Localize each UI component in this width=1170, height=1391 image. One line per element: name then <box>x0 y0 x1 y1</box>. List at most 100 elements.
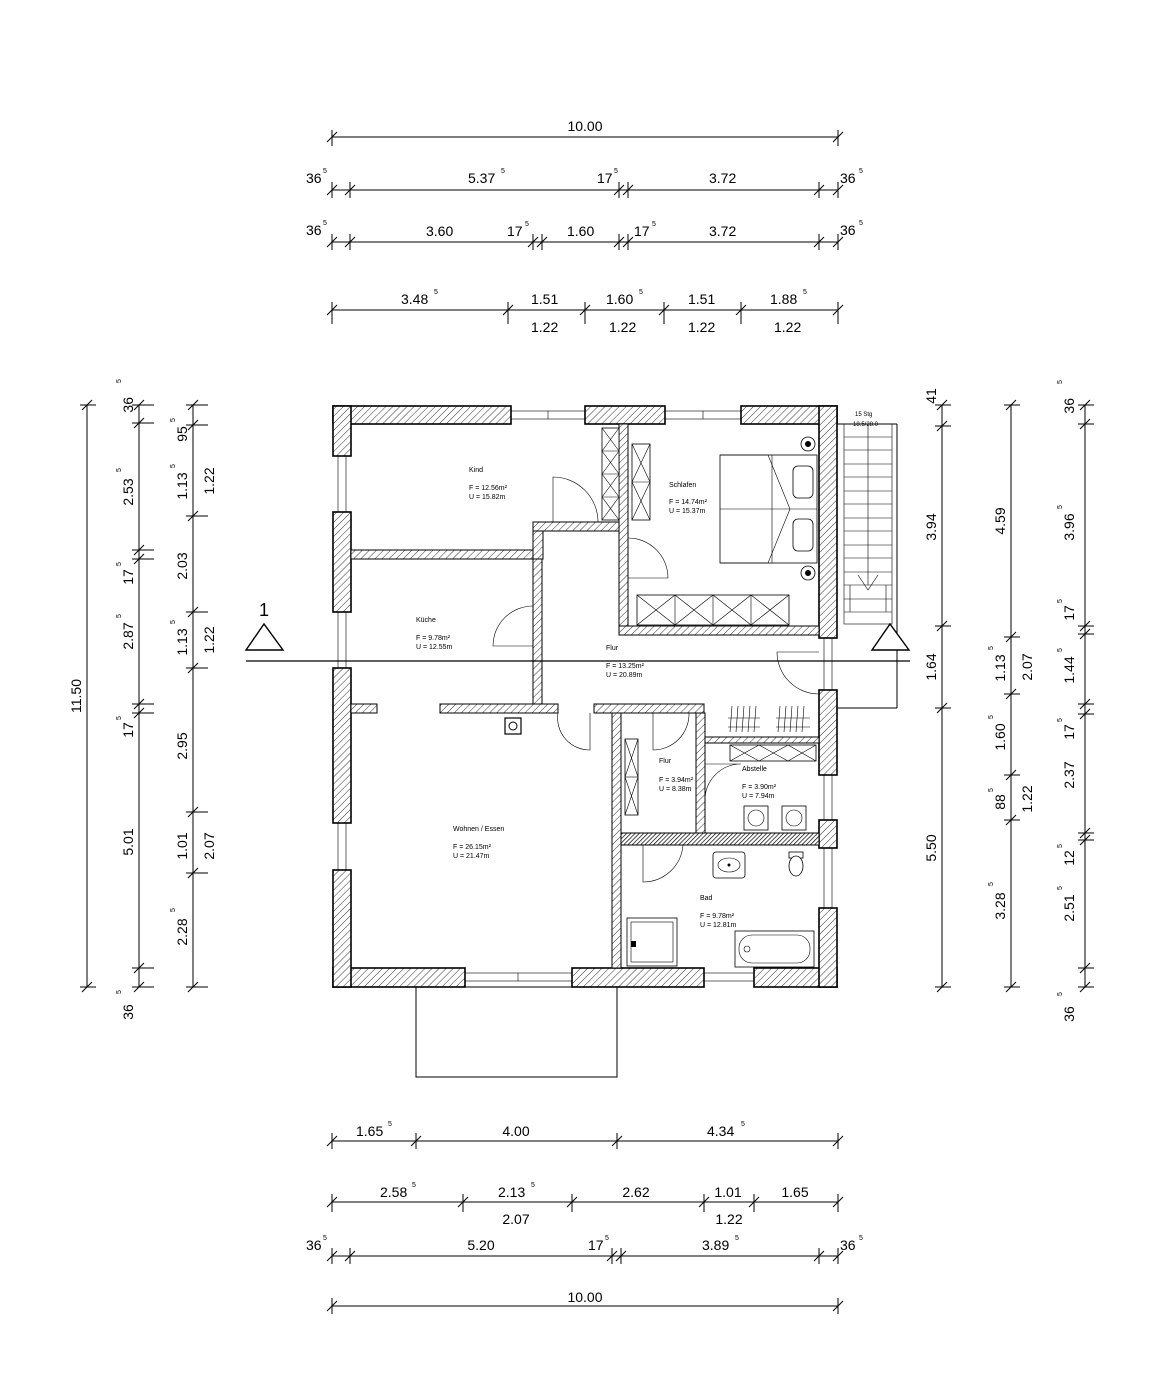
svg-text:3.96: 3.96 <box>1061 513 1077 540</box>
svg-text:88: 88 <box>992 794 1008 810</box>
svg-text:5: 5 <box>170 418 177 422</box>
svg-text:5: 5 <box>525 221 529 228</box>
svg-text:1.60: 1.60 <box>567 223 594 239</box>
svg-text:5: 5 <box>735 1235 739 1242</box>
svg-text:3.48: 3.48 <box>401 291 428 307</box>
svg-text:41: 41 <box>923 388 939 404</box>
room-flur-name: Flur <box>606 645 619 652</box>
svg-text:1.60: 1.60 <box>606 291 633 307</box>
svg-text:3.94: 3.94 <box>923 513 939 540</box>
svg-text:5: 5 <box>116 990 123 994</box>
svg-text:5: 5 <box>614 168 618 175</box>
svg-text:5: 5 <box>652 221 656 228</box>
svg-text:5: 5 <box>1057 844 1064 848</box>
svg-text:F = 3.90m²: F = 3.90m² <box>742 784 777 791</box>
svg-text:F = 9.78m²: F = 9.78m² <box>416 635 451 642</box>
svg-text:5: 5 <box>605 1235 609 1242</box>
svg-text:5: 5 <box>170 620 177 624</box>
svg-text:36: 36 <box>306 222 322 238</box>
svg-text:1.22: 1.22 <box>774 319 801 335</box>
svg-text:U = 20.89m: U = 20.89m <box>606 672 643 679</box>
svg-text:5: 5 <box>323 168 327 175</box>
svg-text:5: 5 <box>859 1235 863 1242</box>
bottom-dimensions: 1.65 5 4.00 4.34 5 2.58 5 2.13 5 2.62 1.… <box>306 1121 863 1314</box>
wall-left-4 <box>332 869 352 988</box>
svg-text:36: 36 <box>120 397 136 413</box>
wall-left-1 <box>332 405 352 457</box>
dim-t2-b: 5.37 <box>468 170 495 186</box>
svg-text:2.62: 2.62 <box>622 1184 649 1200</box>
svg-text:17: 17 <box>507 223 523 239</box>
svg-text:5.50: 5.50 <box>923 834 939 861</box>
svg-text:5: 5 <box>116 614 123 618</box>
svg-text:F = 12.56m²: F = 12.56m² <box>469 485 508 492</box>
room-abstelle-name: Abstelle <box>742 766 767 773</box>
svg-text:1.88: 1.88 <box>770 291 797 307</box>
wall-right-1 <box>818 405 838 639</box>
svg-text:1.51: 1.51 <box>531 291 558 307</box>
svg-text:5: 5 <box>116 562 123 566</box>
svg-text:95: 95 <box>174 426 190 442</box>
wall-right-3 <box>818 819 838 849</box>
svg-text:5: 5 <box>1057 718 1064 722</box>
svg-text:1.22: 1.22 <box>688 319 715 335</box>
svg-text:4.34: 4.34 <box>707 1123 734 1139</box>
svg-text:1.01: 1.01 <box>174 832 190 859</box>
svg-text:5: 5 <box>1057 992 1064 996</box>
room-schlafen-name: Schlafen <box>669 482 696 489</box>
dim-t2-e: 36 <box>840 170 856 186</box>
windows <box>337 410 833 982</box>
svg-text:1.65: 1.65 <box>356 1123 383 1139</box>
svg-text:5: 5 <box>170 464 177 468</box>
svg-text:5: 5 <box>1057 599 1064 603</box>
svg-text:1.22: 1.22 <box>609 319 636 335</box>
svg-text:5: 5 <box>988 715 995 719</box>
svg-text:2.28: 2.28 <box>174 918 190 945</box>
svg-text:5: 5 <box>388 1121 392 1128</box>
svg-text:17: 17 <box>120 722 136 738</box>
svg-text:36: 36 <box>840 222 856 238</box>
svg-text:5: 5 <box>859 220 863 227</box>
svg-text:F = 3.94m²: F = 3.94m² <box>659 777 694 784</box>
svg-text:17: 17 <box>634 223 650 239</box>
svg-text:2.53: 2.53 <box>120 478 136 505</box>
svg-text:17: 17 <box>120 569 136 585</box>
stair-label2: 18.5/28.0 <box>853 422 879 428</box>
svg-text:36: 36 <box>840 1237 856 1253</box>
building: 15 Stg 18.5/28.0 1 Kind F = 12.56m² U = … <box>244 405 911 1078</box>
wall-left-3 <box>332 667 352 824</box>
dim-left-total: 11.50 <box>68 679 84 713</box>
svg-text:1.65: 1.65 <box>781 1184 808 1200</box>
svg-text:U = 15.37m: U = 15.37m <box>669 508 706 515</box>
svg-text:5: 5 <box>988 788 995 792</box>
svg-text:5: 5 <box>501 168 505 175</box>
svg-text:5.20: 5.20 <box>467 1237 494 1253</box>
svg-text:1.51: 1.51 <box>688 291 715 307</box>
svg-text:3.28: 3.28 <box>992 892 1008 919</box>
svg-text:12: 12 <box>1061 850 1077 866</box>
svg-text:2.07: 2.07 <box>1019 653 1035 680</box>
svg-text:1.22: 1.22 <box>531 319 558 335</box>
svg-text:5: 5 <box>1057 380 1064 384</box>
svg-text:U = 12.81m: U = 12.81m <box>700 922 737 929</box>
wall-top-left <box>332 405 512 425</box>
coat-rack <box>728 705 810 733</box>
svg-text:2.37: 2.37 <box>1061 761 1077 788</box>
right-dimensions: 41 3.94 1.64 5.50 4.59 1.13 5 1.60 5 88 … <box>923 380 1094 1022</box>
svg-text:U = 15.82m: U = 15.82m <box>469 494 506 501</box>
left-dimensions: 11.50 36 5 2.53 5 17 5 2.87 5 17 5 5.01 … <box>68 379 217 1020</box>
svg-text:5: 5 <box>323 220 327 227</box>
wall-top-mid <box>584 405 666 425</box>
section-line: 1 <box>244 600 911 662</box>
svg-text:5: 5 <box>741 1121 745 1128</box>
cabinet-flur <box>624 738 639 816</box>
wall-bottom-mid <box>571 967 705 988</box>
svg-text:36: 36 <box>1061 1006 1077 1022</box>
svg-text:5: 5 <box>988 646 995 650</box>
svg-text:5: 5 <box>639 289 643 296</box>
svg-text:2.13: 2.13 <box>498 1184 525 1200</box>
svg-text:5: 5 <box>412 1182 416 1189</box>
room-labels: Kind F = 12.56m² U = 15.82m Schlafen F =… <box>416 467 777 929</box>
svg-text:F = 9.78m²: F = 9.78m² <box>700 913 735 920</box>
wall-right-2 <box>818 689 838 776</box>
